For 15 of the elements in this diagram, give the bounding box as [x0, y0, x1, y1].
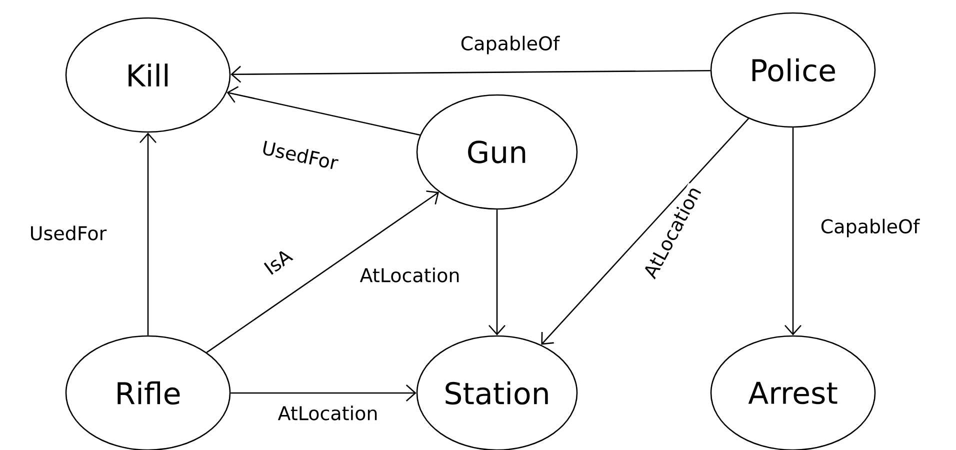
arrow [488, 210, 506, 336]
arrow [784, 128, 802, 336]
arrow [230, 384, 416, 402]
arrow [140, 132, 156, 336]
arrow [206, 190, 439, 353]
edge-label: AtLocation [276, 404, 380, 422]
edge-label: IsA [260, 246, 296, 278]
edge-label: UsedFor [28, 224, 108, 242]
arrow [541, 118, 749, 345]
edge-label: UsedFor [260, 138, 340, 172]
edge-label: AtLocation [358, 266, 462, 284]
edge-label: CapableOf [459, 34, 561, 56]
arrow [226, 86, 420, 136]
edge-label: CapableOf [819, 218, 921, 238]
arrow [230, 66, 710, 83]
